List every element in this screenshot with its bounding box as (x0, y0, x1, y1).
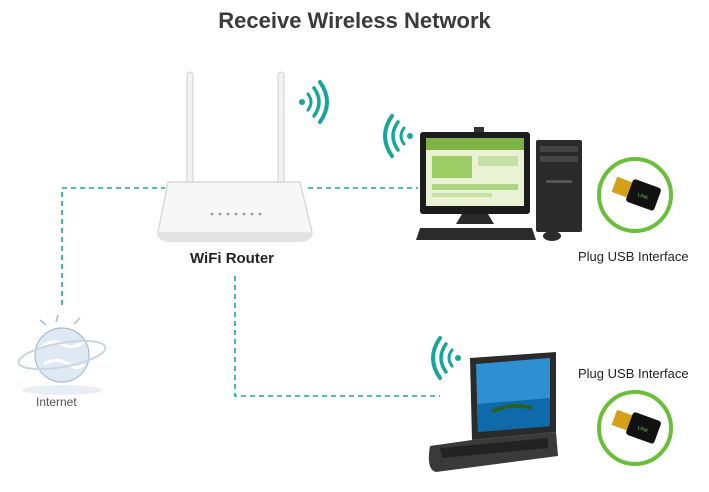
wifi-signal-icon (299, 80, 329, 124)
svg-text:LINK: LINK (637, 192, 650, 202)
internet-label: Internet (36, 395, 77, 409)
globe-icon (17, 314, 107, 395)
router-label: WiFi Router (190, 250, 275, 267)
usb-adapter-icon: LINK (597, 157, 673, 233)
wifi-signal-icon (431, 336, 461, 380)
usb-adapter-icon: LINK (597, 390, 673, 466)
usb-desktop-label: Plug USB Interface (578, 249, 689, 264)
usb-laptop-label: Plug USB Interface (578, 366, 689, 381)
diagram-title: Receive Wireless Network (218, 8, 491, 33)
line-router-laptop (234, 276, 440, 397)
svg-text:LINK: LINK (637, 425, 650, 435)
router-icon (157, 71, 313, 242)
line-internet-router (61, 187, 165, 305)
desktop-computer-icon (416, 127, 582, 241)
connection-lines (61, 187, 440, 397)
laptop-icon (428, 352, 558, 472)
wifi-signal-icon (383, 114, 413, 158)
